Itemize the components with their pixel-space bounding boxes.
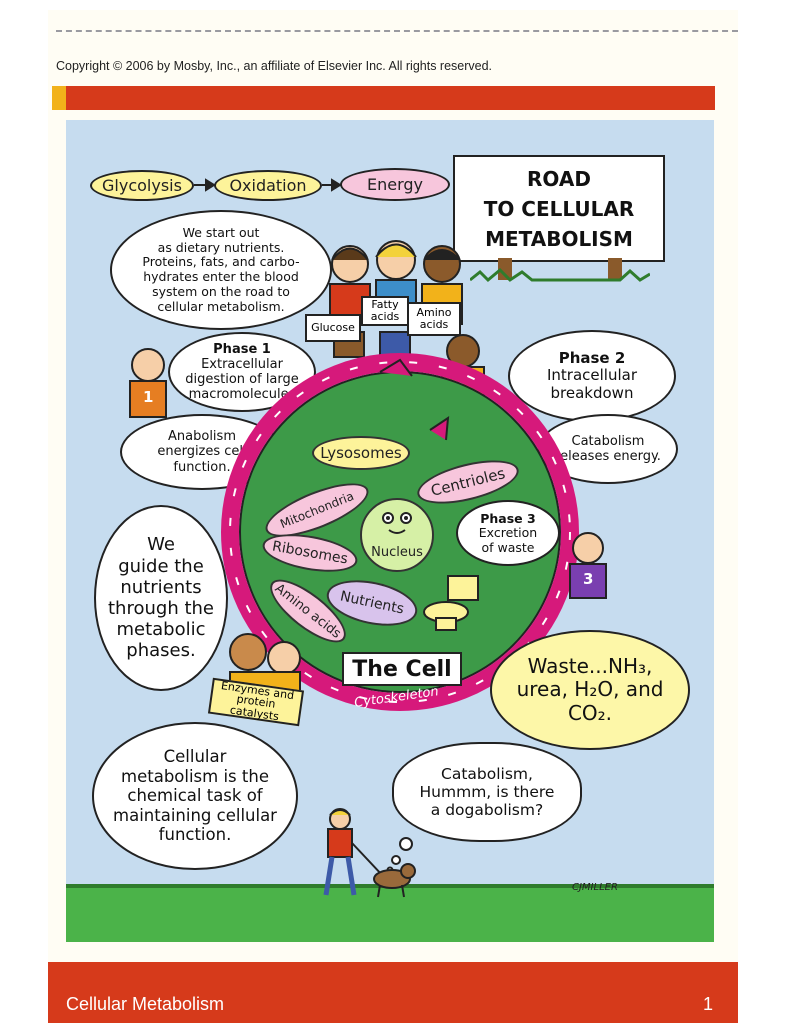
catabolism-text: Catabolism releases energy. [555,433,661,464]
phase3-title: Phase 3 [480,510,536,526]
fatty-acids-card: Fatty acids [361,296,409,326]
copyright-notice: Copyright © 2006 by Mosby, Inc., an affi… [56,59,493,73]
footer-title: Cellular Metabolism [66,994,225,1014]
lysosomes-label: Lysosomes [320,444,402,462]
dashed-divider [56,30,738,32]
bottom-red-bar [48,962,738,1023]
kid-1-illustration [129,348,167,418]
anabolism-text: Anabolism energizes cell function. [157,429,247,475]
illustration-ground [66,888,714,942]
nucleus-label: Nucleus [371,545,423,560]
ribosomes-label: Ribosomes [270,538,350,568]
lysosomes-organelle: Lysosomes [312,436,410,470]
dog-thought-bubble: Catabolism, Hummm, is there a dogabolism… [392,742,582,842]
glucose-card: Glucose [305,314,361,342]
kid-3-illustration [569,532,607,599]
amino-acids-card: Amino acids [407,302,461,336]
guide-speech-bubble: We guide the nutrients through the metab… [94,505,228,691]
energy-label: Energy [366,175,423,194]
definition-text: Cellular metabolism is the chemical task… [113,747,277,845]
glycolysis-pill: Glycolysis [90,170,194,201]
membrane-inner-arrow [429,416,450,441]
phase1-title: Phase 1 [213,341,271,357]
intro-text: We start out as dietary nutrients. Prote… [142,224,300,314]
oxidation-label: Oxidation [229,176,307,195]
phase3-text: Excretion of waste [478,524,538,555]
phase2-title: Phase 2 [558,349,626,368]
membrane-dashes [229,361,571,703]
guide-text: We guide the nutrients through the metab… [108,534,214,662]
definition-speech-bubble: Cellular metabolism is the chemical task… [92,722,298,870]
walker-and-dog-illustration [323,808,416,898]
phase2-text: Intracellular breakdown [546,366,637,402]
nucleus-organelle: Nucleus [360,498,434,572]
cell-title-box: The Cell [342,652,462,686]
artist-signature: CJMILLER [572,882,618,893]
thought-dots [386,837,413,874]
page-number: 1 [703,994,714,1014]
top-red-bar [52,86,715,110]
waste-text: Waste...NH₃, urea, H₂O, and CO₂. [516,653,664,725]
nutrients-label: Nutrients [338,588,406,618]
toilet-icon [423,575,479,631]
cell-title: The Cell [352,656,452,682]
sign-posts [470,258,650,283]
kid-3-shirt-number: 3 [583,570,594,588]
energy-pill: Energy [340,168,450,201]
glycolysis-label: Glycolysis [102,176,182,195]
kid-1-shirt-number: 1 [143,388,154,406]
phase1-text: Extracellular digestion of large macromo… [185,356,299,403]
intro-speech-bubble: We start out as dietary nutrients. Prote… [110,210,332,330]
membrane-entry-arrow [379,358,413,377]
waste-speech-bubble: Waste...NH₃, urea, H₂O, and CO₂. [490,630,690,750]
road-sign: ROAD TO CELLULAR METABOLISM [453,155,665,262]
dog-thought-text: Catabolism, Hummm, is there a dogabolism… [419,764,555,820]
nucleus-face [382,512,412,534]
